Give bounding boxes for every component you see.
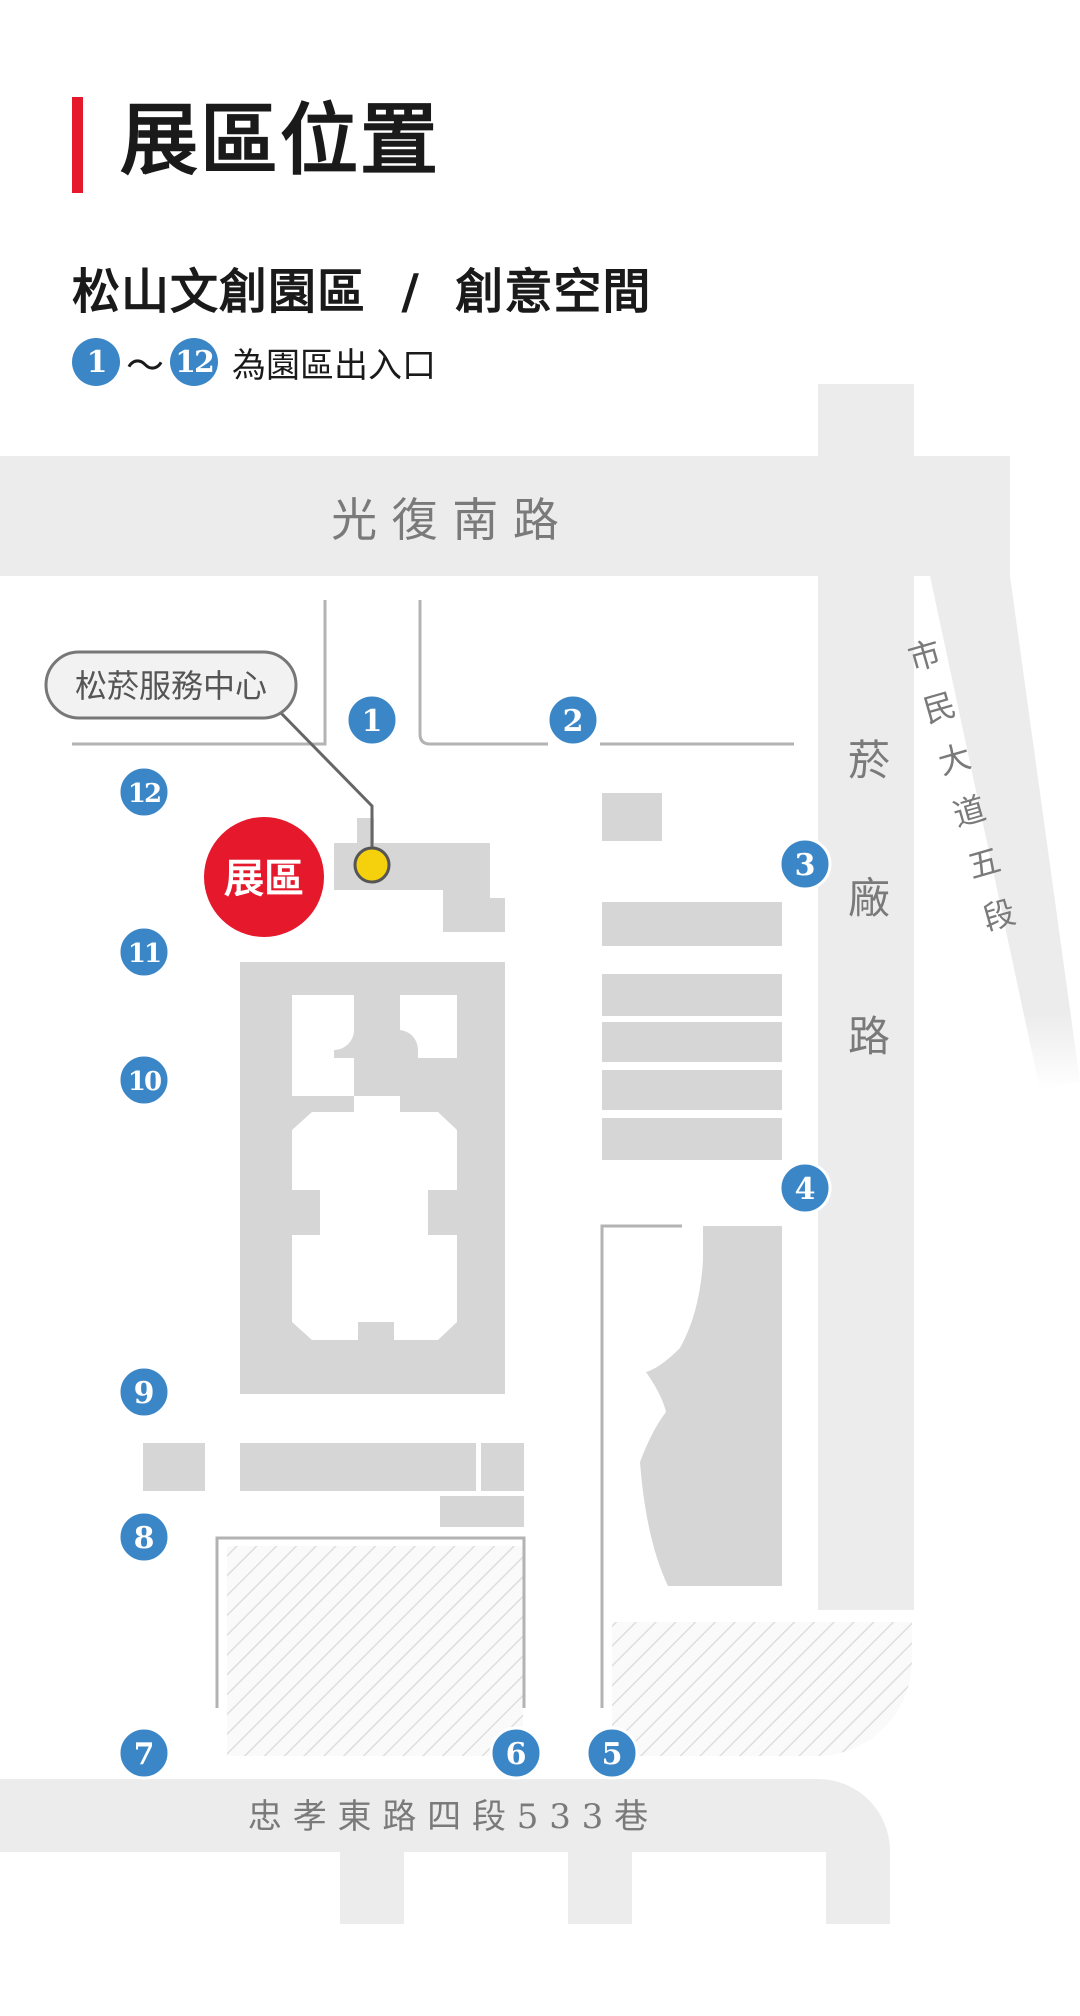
entrance-3: 3 <box>778 837 832 891</box>
entrance-12: 12 <box>117 765 171 819</box>
svg-text:3: 3 <box>795 848 816 883</box>
legend-tilde: ～ <box>126 343 165 388</box>
service-center-label: 松菸服務中心 <box>75 667 267 705</box>
entrance-6: 6 <box>489 1726 543 1780</box>
svg-text:6: 6 <box>506 1737 527 1772</box>
hatched-lot-east <box>612 1622 912 1756</box>
service-center-callout <box>44 650 298 720</box>
legend-last-entrance-badge: 12 <box>170 338 219 386</box>
road-label-zhongxiao-lane: 忠 孝 東 路 四 段 5 3 3 巷 <box>248 1797 648 1837</box>
legend-text: 為園區出入口 <box>232 345 437 386</box>
svg-text:1: 1 <box>362 704 383 739</box>
svg-text:8: 8 <box>134 1521 155 1556</box>
page-title: 展區位置 <box>120 95 441 186</box>
svg-text:10: 10 <box>128 1067 161 1097</box>
entrance-1: 1 <box>345 693 399 747</box>
road-zhongxiao-lane <box>0 1779 890 1924</box>
svg-text:5: 5 <box>602 1737 623 1772</box>
exhibit-area-label: 展區 <box>224 855 304 902</box>
entrance-2: 2 <box>546 693 600 747</box>
exhibit-area-marker <box>204 817 324 937</box>
road-yanchang <box>818 384 914 1610</box>
entrance-4: 4 <box>778 1161 832 1215</box>
svg-text:11: 11 <box>128 939 160 969</box>
road-label-guangfu-south: 光 復 南 路 <box>331 493 559 547</box>
legend-first-entrance-badge: 1 <box>72 338 120 386</box>
venue-subtitle: 松山文創園區 / 創意空間 <box>72 264 652 320</box>
road-civic-blvd <box>930 576 1080 1090</box>
entrance-8: 8 <box>117 1510 171 1564</box>
entrance-11: 11 <box>117 925 171 979</box>
service-center-pin <box>353 846 391 884</box>
svg-text:7: 7 <box>134 1737 155 1772</box>
service-center-leader-line <box>278 710 374 866</box>
road-label-yanchang: 菸廠路 <box>842 738 891 1152</box>
svg-text:2: 2 <box>563 704 584 739</box>
entrance-5: 5 <box>585 1726 639 1780</box>
entrance-10: 10 <box>117 1053 171 1107</box>
svg-text:12: 12 <box>128 779 160 809</box>
buildings <box>143 793 782 1586</box>
title-accent-bar <box>72 97 83 193</box>
walkways <box>72 600 794 1708</box>
entrance-legend: 1 ～ 12 為園區出入口 <box>72 338 437 388</box>
entrance-9: 9 <box>117 1365 171 1419</box>
entrance-7: 7 <box>117 1726 171 1780</box>
svg-text:4: 4 <box>795 1172 816 1207</box>
svg-text:9: 9 <box>134 1376 155 1411</box>
hatched-lot-west <box>227 1546 523 1756</box>
